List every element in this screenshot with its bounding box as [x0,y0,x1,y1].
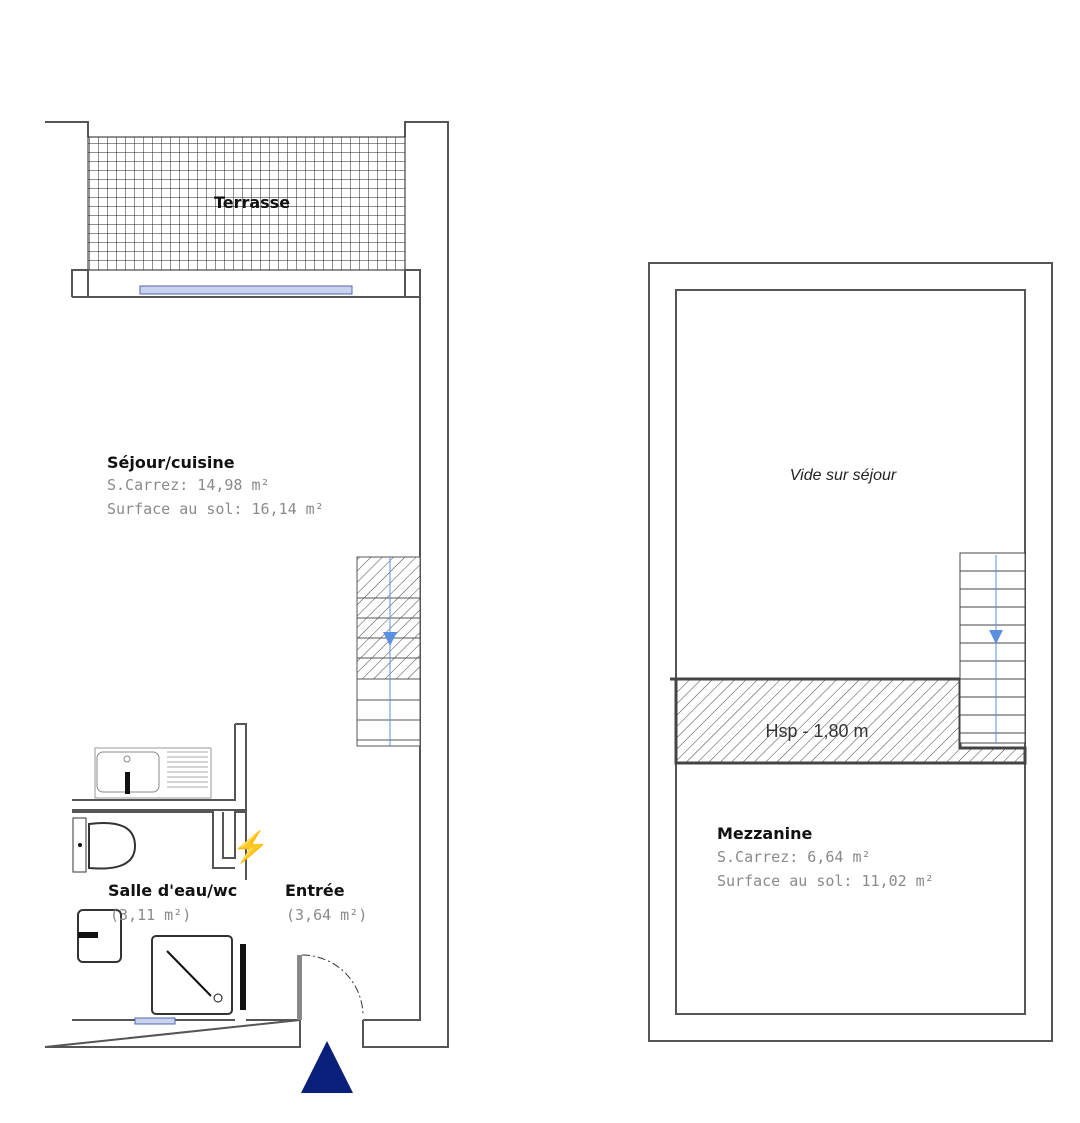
stair-arrow-icon [989,630,1003,644]
stair-arrow-icon [383,632,397,646]
door-swing [301,954,364,1017]
living-label: Séjour/cuisine [107,453,235,472]
entrance-area: (3,64 m²) [286,906,367,924]
terrace-label: Terrasse [214,193,290,212]
bathroom: ⚡ [72,811,270,1015]
terrace-window [139,285,353,295]
outer-wall [648,262,1053,1042]
staircase [356,556,421,747]
mezzanine-floor-area: Surface au sol: 11,02 m² [717,872,934,890]
ground-floor-plan: Terrasse Séjour/cuisine S.Carrez: 14,98 … [44,121,449,1093]
outer-wall [44,121,449,1048]
entrance-label: Entrée [285,881,345,900]
upper-floor-plan: Vide sur séjour Hsp - 1,80 m Mezzanine S… [648,262,1053,1042]
kitchen-counter [72,723,247,811]
entry-marker-icon [301,1041,353,1093]
mezzanine-label: Mezzanine [717,824,812,843]
terrace-wall [71,269,421,297]
living-floor-area: Surface au sol: 16,14 m² [107,500,324,518]
terrace-floor [87,136,406,271]
low-height-label: Hsp - 1,80 m [765,721,868,741]
mezzanine-carrez: S.Carrez: 6,64 m² [717,848,871,866]
staircase [959,552,1026,744]
living-carrez: S.Carrez: 14,98 m² [107,476,270,494]
bathroom-door [240,944,246,1010]
bathroom-area: (3,11 m²) [110,906,191,924]
shower-icon [151,935,233,1015]
void-label: Vide sur séjour [790,467,897,484]
entrance-door[interactable] [297,955,302,1020]
bathroom-window [134,1017,176,1025]
bathroom-label: Salle d'eau/wc [108,881,237,900]
electric-panel-icon: ⚡ [232,829,269,865]
